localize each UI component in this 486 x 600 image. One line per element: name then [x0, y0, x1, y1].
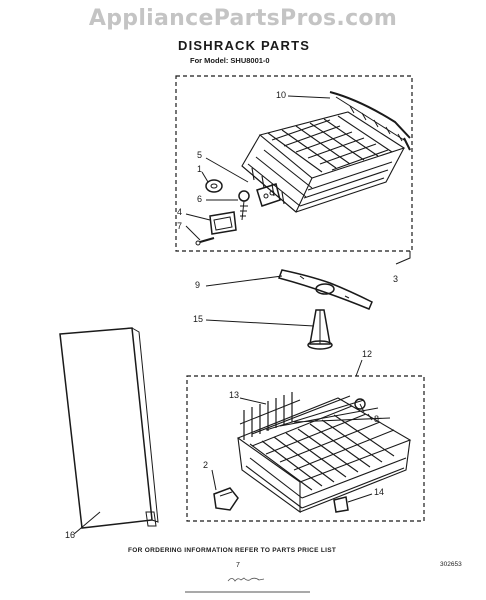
leader-4 [185, 213, 211, 221]
leader-10 [287, 95, 331, 99]
callout-13: 13 [229, 390, 240, 400]
stop-part-14 [333, 496, 349, 513]
leader-15 [205, 319, 315, 327]
callout-6: 6 [197, 194, 203, 204]
watermark: AppliancePartsPros.com [88, 6, 398, 31]
leader-3 [395, 251, 411, 265]
spray-tube-part-15 [307, 309, 333, 350]
leader-5 [205, 157, 249, 183]
leader-12 [355, 359, 363, 377]
callout-2: 2 [203, 460, 209, 470]
page-title: DISHRACK PARTS [178, 38, 311, 53]
ordering-note: FOR ORDERING INFORMATION REFER TO PARTS … [128, 547, 337, 554]
callout-4: 4 [177, 207, 183, 217]
callout-15: 15 [193, 314, 204, 324]
door-panel-part-16 [59, 327, 159, 529]
leader-14 [347, 493, 373, 503]
leader-2 [211, 469, 217, 491]
callout-10: 10 [276, 90, 287, 100]
rack-rail-part-10 [329, 91, 411, 151]
document-number: 302653 [440, 561, 462, 568]
spray-arm-part-9 [278, 269, 373, 310]
bumper-part-2 [213, 487, 239, 511]
lower-rack-group-box [186, 375, 425, 522]
leader-1 [201, 171, 209, 183]
callout-7: 7 [177, 221, 183, 231]
pin-part-7 [195, 237, 215, 246]
callout-8: 8 [374, 414, 380, 424]
callout-14: 14 [374, 487, 385, 497]
callout-9: 9 [195, 280, 201, 290]
callout-5: 5 [197, 150, 203, 160]
callout-12: 12 [362, 349, 373, 359]
callout-16: 16 [65, 530, 76, 540]
handwritten-mark [227, 577, 265, 582]
upper-rack-group-box [175, 75, 413, 252]
leader-9 [205, 275, 283, 287]
cap-part-1 [205, 179, 223, 193]
leader-8 [367, 413, 373, 421]
wheel-part-8 [354, 398, 366, 413]
leader-13 [239, 397, 267, 405]
model-line: For Model: SHU8001-0 [190, 56, 270, 65]
lower-dishrack [236, 395, 412, 514]
bracket-part-4 [209, 211, 237, 235]
upper-dishrack [241, 111, 406, 213]
callout-1: 1 [197, 164, 203, 174]
leader-16 [73, 511, 101, 535]
callout-3: 3 [393, 274, 399, 284]
leader-7 [185, 225, 201, 241]
rack-adjuster-part-5 [256, 183, 281, 207]
page-number: 7 [236, 562, 240, 569]
screw-part-6 [238, 190, 250, 221]
tine-row-part-13 [239, 392, 301, 440]
